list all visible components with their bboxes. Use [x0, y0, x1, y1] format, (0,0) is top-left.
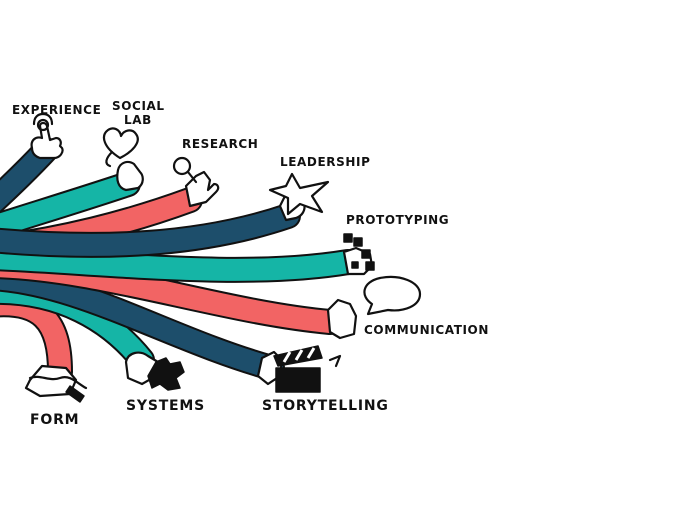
label-storytelling: STORYTELLING [262, 398, 389, 414]
touch-finger-icon [32, 112, 54, 132]
labels: EXPERIENCE SOCIAL LAB RESEARCH LEADERSHI… [12, 99, 489, 428]
label-research: RESEARCH [182, 137, 258, 151]
clapperboard-icon [273, 345, 342, 393]
hand-communication [326, 298, 358, 340]
puzzle-icon [343, 233, 375, 271]
hand-social-lab [116, 160, 144, 192]
label-communication: COMMUNICATION [364, 323, 489, 337]
arms [0, 137, 361, 385]
icons [28, 112, 422, 403]
label-lab: LAB [124, 113, 152, 127]
hand-experience [30, 121, 64, 160]
label-experience: EXPERIENCE [12, 103, 101, 117]
pen-icon [28, 375, 88, 403]
label-form: FORM [30, 412, 79, 428]
hand-form [24, 364, 78, 398]
label-systems: SYSTEMS [126, 398, 205, 414]
speech-bubble-icon [363, 275, 422, 316]
magnifier-icon [172, 156, 198, 184]
label-prototyping: PROTOTYPING [346, 213, 449, 227]
star-icon [268, 172, 330, 216]
label-social: SOCIAL [112, 99, 165, 113]
heart-icon [102, 127, 139, 168]
systems-puzzle-icon [147, 357, 185, 391]
label-leadership: LEADERSHIP [280, 155, 370, 169]
